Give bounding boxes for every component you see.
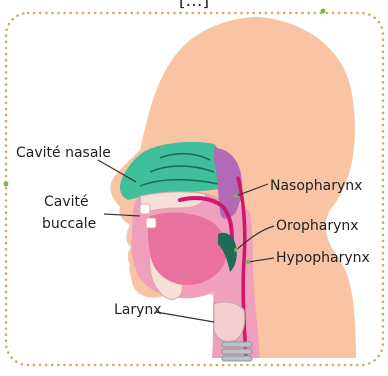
leader-dot-oropharynx (234, 248, 238, 252)
larynx-shape (214, 302, 245, 342)
label-nasal-cavity: Cavité nasale (16, 145, 111, 161)
frame-accent-dot-left (4, 182, 9, 187)
label-oral-cavity-line1: Cavité (44, 194, 89, 210)
upper-teeth (140, 204, 150, 214)
label-oropharynx: Oropharynx (276, 218, 359, 234)
label-hypopharynx: Hypopharynx (276, 250, 370, 266)
leader-dot-nasopharynx (234, 194, 238, 198)
label-larynx: Larynx (114, 302, 162, 318)
leader-dot-hypopharynx (246, 260, 250, 264)
lower-teeth (146, 218, 156, 228)
label-oral-cavity-line2: buccale (42, 216, 96, 232)
trachea-rings (222, 342, 252, 361)
label-nasopharynx: Nasopharynx (270, 178, 362, 194)
header-fragment: […] (0, 0, 388, 11)
leader-larynx (156, 312, 214, 322)
